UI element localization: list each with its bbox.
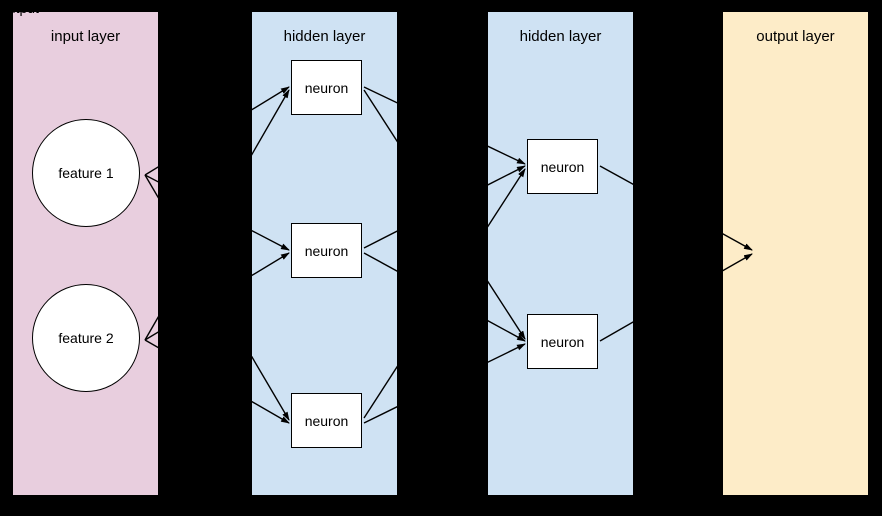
edge-h1-neuron-3-to-h2-neuron-2: [363, 406, 397, 424]
node-hidden2-neuron-2[interactable]: neuron: [527, 314, 598, 369]
edge-h2-neuron-2-to-output-node: [599, 321, 633, 342]
edge-feature-2-to-h1-neuron-3: [144, 339, 158, 349]
edge-feature-1-to-h1-neuron-3: [252, 355, 290, 421]
node-label: neuron: [304, 242, 349, 259]
edge-feature-1-to-h1-neuron-2: [144, 174, 158, 183]
edge-h1-neuron-2-to-h2-neuron-1: [488, 165, 526, 186]
edge-h1-neuron-2-to-h2-neuron-2: [488, 319, 526, 342]
node-hidden1-neuron-1[interactable]: neuron: [291, 60, 362, 115]
layer-title-input: input layer: [50, 28, 121, 45]
edge-h1-neuron-1-to-h2-neuron-1: [363, 86, 397, 104]
edge-layer: [723, 233, 753, 272]
layer-title-hidden-2: hidden layer: [519, 28, 602, 45]
node-feature-1[interactable]: feature 1: [32, 119, 140, 227]
edge-feature-2-to-h1-neuron-2: [144, 331, 158, 341]
edge-h1-neuron-3-to-h2-neuron-1: [363, 365, 397, 419]
layer-panel-hidden-2[interactable]: hidden layer: [488, 12, 633, 495]
edge-feature-2-to-h1-neuron-1: [144, 316, 158, 341]
node-hidden1-neuron-2[interactable]: neuron: [291, 223, 362, 278]
node-label: neuron: [304, 79, 349, 96]
edge-h2-neuron-2-to-output-node: [723, 253, 753, 272]
layer-panel-input[interactable]: input layer: [13, 12, 158, 495]
layer-title-hidden-1: hidden layer: [283, 28, 366, 45]
edge-h1-neuron-1-to-h2-neuron-1: [488, 145, 526, 165]
edge-layer: [488, 145, 633, 363]
edge-h1-neuron-1-to-h2-neuron-2: [363, 89, 397, 143]
node-label: feature 2: [58, 330, 114, 346]
node-hidden1-neuron-3[interactable]: neuron: [291, 393, 362, 448]
node-label: output: [0, 0, 39, 16]
edge-h1-neuron-1-to-h2-neuron-2: [488, 280, 526, 340]
node-feature-2[interactable]: feature 2: [32, 284, 140, 392]
edge-h1-neuron-3-to-h2-neuron-2: [488, 343, 526, 363]
edge-feature-2-to-h1-neuron-1: [252, 89, 290, 156]
edge-feature-2-to-h1-neuron-2: [252, 252, 290, 277]
node-output[interactable]: output: [0, 0, 39, 16]
node-hidden2-neuron-1[interactable]: neuron: [527, 139, 598, 194]
edge-feature-1-to-h1-neuron-1: [144, 166, 158, 176]
node-label: neuron: [304, 412, 349, 429]
edge-feature-1-to-h1-neuron-2: [252, 229, 290, 251]
node-label: neuron: [540, 158, 585, 175]
node-label: feature 1: [58, 165, 114, 181]
edge-feature-1-to-h1-neuron-3: [144, 174, 158, 199]
edge-h1-neuron-2-to-h2-neuron-1: [363, 230, 397, 249]
edge-h2-neuron-1-to-output-node: [599, 165, 633, 186]
edge-feature-1-to-h1-neuron-1: [252, 86, 290, 111]
edge-h2-neuron-1-to-output-node: [723, 233, 753, 251]
layer-panel-output[interactable]: output layer: [723, 12, 868, 495]
edge-layer: [144, 166, 158, 349]
layer-title-output: output layer: [756, 28, 835, 45]
node-label: neuron: [540, 333, 585, 350]
edge-h1-neuron-2-to-h2-neuron-2: [363, 252, 397, 272]
edge-feature-2-to-h1-neuron-3: [252, 400, 290, 424]
edge-h1-neuron-3-to-h2-neuron-1: [488, 168, 526, 228]
